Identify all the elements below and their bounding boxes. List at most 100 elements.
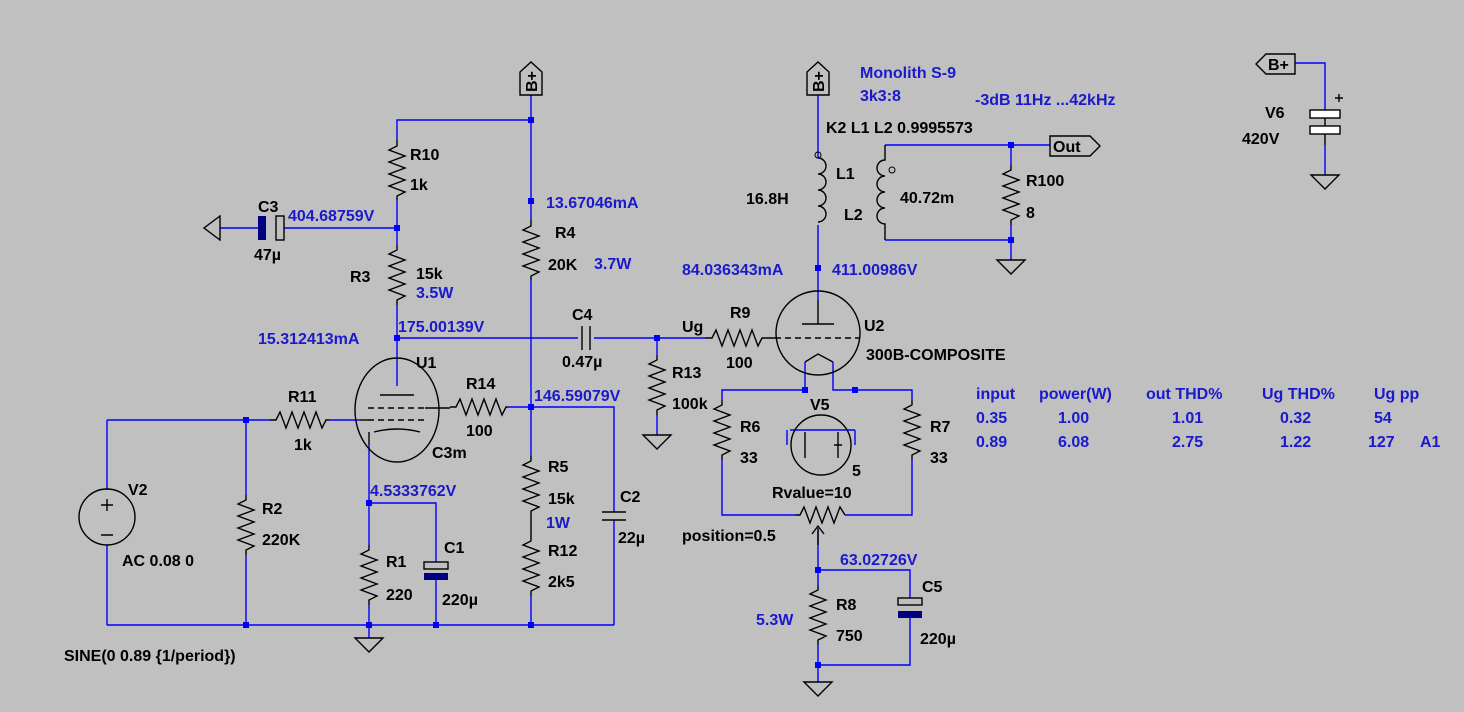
r12-name: R12	[548, 543, 577, 560]
r3-value: 15k	[416, 266, 443, 283]
l1-value: 16.8H	[746, 191, 789, 208]
table-cell: 1.01	[1172, 410, 1203, 427]
c1-capacitor	[423, 561, 449, 580]
probe-v-k2: 63.02726V	[840, 552, 918, 569]
r10-name: R10	[410, 147, 439, 164]
bplus-port-3: B+	[1255, 53, 1296, 75]
r100-resistor	[1001, 165, 1021, 225]
pot-position: position=0.5	[682, 528, 776, 545]
v5-name: V5	[810, 397, 830, 414]
v6-battery	[1309, 94, 1343, 145]
c5-capacitor	[897, 597, 923, 618]
table-header: out THD%	[1146, 386, 1222, 403]
r7-name: R7	[930, 419, 951, 436]
u1-tube	[354, 357, 450, 463]
ground-symbols	[202, 174, 1341, 697]
r12-resistor	[521, 516, 541, 596]
title-line3: -3dB 11Hz ...42kHz	[975, 92, 1116, 109]
table-cell: 1.22	[1280, 434, 1311, 451]
title-line2: 3k3:8	[860, 88, 901, 105]
r13-value: 100k	[672, 396, 708, 413]
probe-v-k1: 4.5333762V	[370, 483, 457, 500]
c4-capacitor	[581, 326, 591, 350]
r3-power: 3.5W	[416, 285, 454, 302]
potentiometer	[795, 505, 846, 545]
r11-value: 1k	[294, 437, 312, 454]
r8-value: 750	[836, 628, 863, 645]
c5-name: C5	[922, 579, 943, 596]
v5-diode	[790, 414, 852, 476]
r9-name: R9	[730, 305, 751, 322]
r100-value: 8	[1026, 205, 1035, 222]
probe-i-u2: 84.036343mA	[682, 262, 784, 279]
r14-resistor	[450, 397, 508, 417]
c3-name: C3	[258, 199, 279, 216]
u2-tube	[775, 290, 861, 376]
c4-name: C4	[572, 307, 593, 324]
probe-v-u2a: 411.00986V	[832, 262, 918, 279]
svg-text:B+: B+	[811, 71, 828, 92]
r2-value: 220K	[262, 532, 301, 549]
v2-value: AC 0.08 0	[122, 553, 194, 570]
r4-power: 3.7W	[594, 256, 632, 273]
r13-resistor	[647, 355, 667, 415]
c4-value: 0.47µ	[562, 354, 602, 371]
bplus-port-1: B+	[519, 61, 543, 96]
r5-power: 1W	[546, 515, 571, 532]
r12-value: 2k5	[548, 574, 575, 591]
r2-resistor	[236, 495, 256, 555]
u2-value: 300B-COMPOSITE	[866, 347, 1006, 364]
r3-resistor	[387, 245, 407, 305]
r9-resistor	[705, 328, 775, 348]
u1-name: U1	[416, 355, 437, 372]
r7-value: 33	[930, 450, 948, 467]
table-cell: A1	[1420, 434, 1441, 451]
svg-text:B+: B+	[524, 71, 541, 92]
c2-capacitor	[602, 511, 626, 521]
v6-value: 420V	[1242, 131, 1280, 148]
probe-v-c3: 404.68759V	[288, 208, 375, 225]
r6-name: R6	[740, 419, 761, 436]
r6-resistor	[712, 400, 732, 460]
c2-value: 22µ	[618, 530, 645, 547]
table-cell: 127	[1368, 434, 1395, 451]
r2-name: R2	[262, 501, 283, 518]
r4-name: R4	[555, 225, 576, 242]
r14-name: R14	[466, 376, 495, 393]
table-cell: 1.00	[1058, 410, 1089, 427]
r7-resistor	[902, 400, 922, 460]
c1-name: C1	[444, 540, 465, 557]
title-line1: Monolith S-9	[860, 65, 956, 82]
coupling-label: K2 L1 L2 0.9995573	[826, 120, 973, 137]
r10-value: 1k	[410, 177, 428, 194]
r5-value: 15k	[548, 491, 575, 508]
r6-value: 33	[740, 450, 758, 467]
r1-resistor	[359, 545, 379, 605]
r9-value: 100	[726, 355, 753, 372]
r1-value: 220	[386, 587, 413, 604]
wires	[106, 62, 1326, 682]
l1-name: L1	[836, 166, 855, 183]
r11-resistor	[270, 410, 329, 430]
u2-name: U2	[864, 318, 885, 335]
r8-power: 5.3W	[756, 612, 794, 629]
v2-name: V2	[128, 482, 148, 499]
table-cell: 54	[1374, 410, 1392, 427]
table-cell: 2.75	[1172, 434, 1203, 451]
bplus-port-2: B+	[806, 61, 830, 96]
r5-name: R5	[548, 459, 569, 476]
ug-label: Ug	[682, 319, 703, 336]
r14-value: 100	[466, 423, 493, 440]
c2-name: C2	[620, 489, 641, 506]
l2-value: 40.72m	[900, 190, 954, 207]
probe-v-r14: 146.59079V	[534, 388, 621, 405]
r8-name: R8	[836, 597, 857, 614]
table-cell: 0.32	[1280, 410, 1311, 427]
c3-value: 47µ	[254, 247, 281, 264]
transformer	[814, 145, 896, 240]
svg-text:B+: B+	[1268, 57, 1289, 74]
r1-name: R1	[386, 554, 407, 571]
out-port: Out	[1049, 135, 1101, 157]
table-cell: 0.35	[976, 410, 1007, 427]
v5-value: 5	[852, 463, 861, 480]
